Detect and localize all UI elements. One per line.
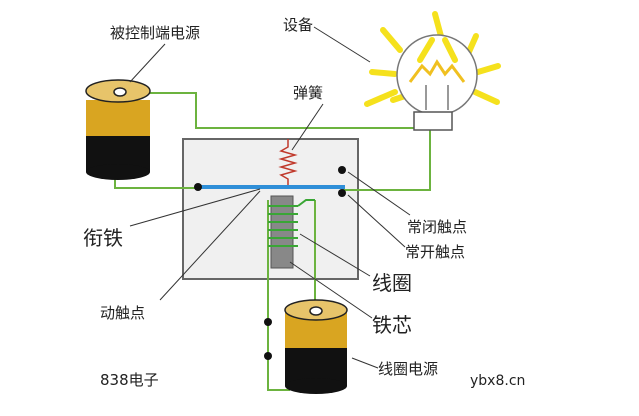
label-no-contact: 常开触点: [405, 243, 465, 261]
label-moving-contact: 动触点: [100, 304, 145, 322]
battery-icon: [85, 79, 151, 180]
nc-contact-dot: [338, 166, 346, 174]
label-device: 设备: [283, 16, 313, 34]
no-contact-dot: [338, 189, 346, 197]
battery-icon: [284, 299, 348, 394]
label-controlled-power: 被控制端电源: [110, 24, 200, 42]
watermark: ybx8.cn: [470, 373, 525, 389]
light-bulb-icon: [364, 11, 501, 131]
label-coil: 线圈: [372, 271, 412, 295]
spring: [278, 139, 298, 186]
coil-assembly: [268, 195, 315, 269]
label-spring: 弹簧: [293, 84, 323, 102]
junction-dot: [264, 318, 272, 326]
armature-pivot-dot: [194, 183, 202, 191]
junction-dot: [264, 352, 272, 360]
label-armature: 衔铁: [83, 226, 123, 250]
label-iron-core: 铁芯: [372, 313, 412, 337]
label-coil-power: 线圈电源: [378, 360, 438, 378]
label-nc-contact: 常闭触点: [407, 218, 467, 236]
label-brand: 838电子: [100, 371, 159, 389]
leader-lines: [129, 26, 411, 369]
